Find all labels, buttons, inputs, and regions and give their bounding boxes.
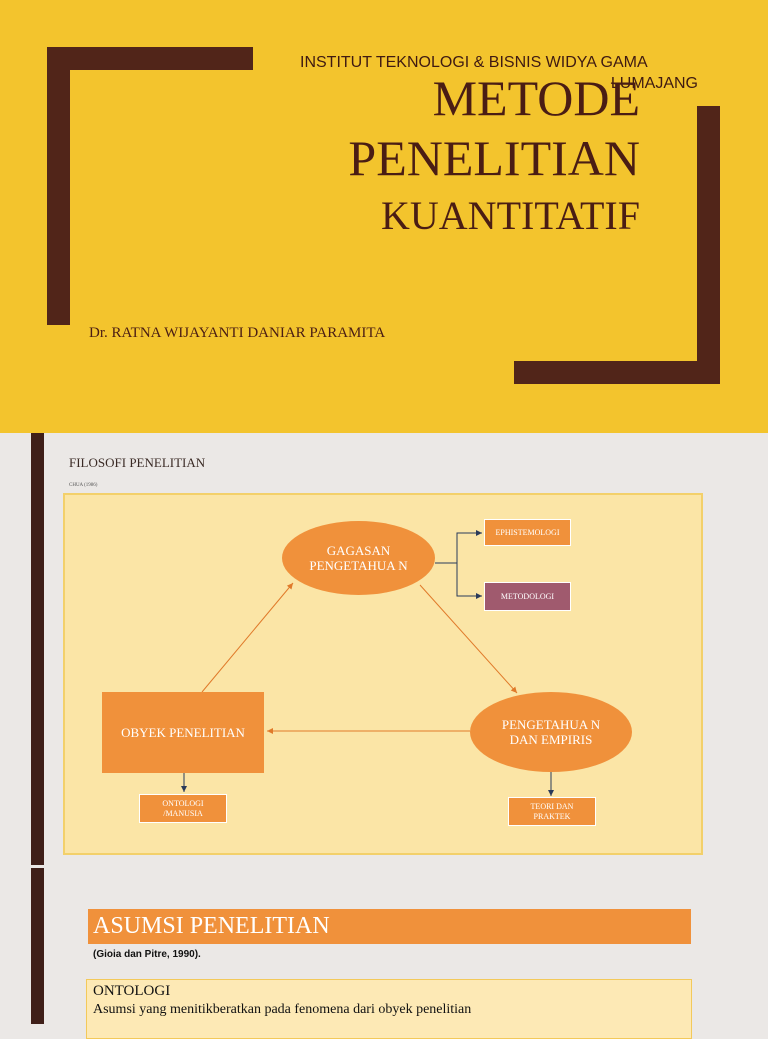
- institution-line-1: INSTITUT TEKNOLOGI & BISNIS WIDYA GAMA: [300, 54, 648, 71]
- author-name: Dr. RATNA WIJAYANTI DANIAR PARAMITA: [89, 325, 386, 341]
- frame-top-left-vertical: [47, 47, 70, 325]
- ontologi-box-text: Asumsi yang menitikberatkan pada fenomen…: [93, 1002, 472, 1017]
- frame-bottom-right-vertical: [697, 106, 720, 384]
- philosophy-diagram: GAGASAN PENGETAHUA N EPHISTEMOLOGI METOD…: [63, 493, 703, 855]
- diagram-connectors: [181, 530, 554, 796]
- pengetahuan-empiris-label: PENGETAHUA N DAN EMPIRIS: [501, 717, 601, 747]
- gagasan-pengetahuan-label: GAGASAN PENGETAHUA N: [309, 543, 408, 573]
- ontologi-box-heading: ONTOLOGI: [93, 983, 171, 999]
- pengetahuan-empiris-node: PENGETAHUA N DAN EMPIRIS: [470, 692, 632, 772]
- ontologi-box: ONTOLOGI Asumsi yang menitikberatkan pad…: [86, 979, 692, 1039]
- slide2-accent-bar: [31, 433, 44, 865]
- title-line-1: METODE: [432, 70, 640, 126]
- slide2-title: FILOSOFI PENELITIAN: [69, 455, 206, 470]
- slide3-citation: (Gioia dan Pitre, 1990).: [93, 949, 201, 960]
- frame-top-left-horizontal: [47, 47, 253, 70]
- ephistemologi-label: EPHISTEMOLOGI: [495, 528, 560, 537]
- obyek-penelitian-label: OBYEK PENELITIAN: [121, 724, 245, 740]
- title-slide: INSTITUT TEKNOLOGI & BISNIS WIDYA GAMA L…: [0, 0, 768, 433]
- slide3-heading: ASUMSI PENELITIAN: [88, 909, 691, 944]
- frame-bottom-right-horizontal: [514, 361, 720, 384]
- obyek-penelitian-node: OBYEK PENELITIAN: [102, 692, 264, 773]
- teori-praktek-label: TEORI DAN PRAKTEK: [530, 801, 574, 821]
- ontologi-label: ONTOLOGI /MANUSIA: [162, 798, 204, 818]
- title-line-3: KUANTITATIF: [381, 193, 640, 238]
- institution-name: INSTITUT TEKNOLOGI & BISNIS WIDYA GAMA L…: [300, 52, 698, 94]
- teori-praktek-node: TEORI DAN PRAKTEK: [508, 797, 596, 826]
- metodologi-label: METODOLOGI: [500, 592, 555, 601]
- ephistemologi-node: EPHISTEMOLOGI: [484, 519, 571, 546]
- ontologi-node: ONTOLOGI /MANUSIA: [139, 794, 227, 823]
- gagasan-pengetahuan-node: GAGASAN PENGETAHUA N: [282, 521, 435, 595]
- slide2-citation: CHUA (1986): [69, 483, 98, 488]
- institution-line-2: LUMAJANG: [610, 75, 698, 92]
- metodologi-node: METODOLOGI: [484, 582, 571, 611]
- slide3-accent-bar: [31, 868, 44, 1024]
- title-line-2: PENELITIAN: [348, 130, 640, 186]
